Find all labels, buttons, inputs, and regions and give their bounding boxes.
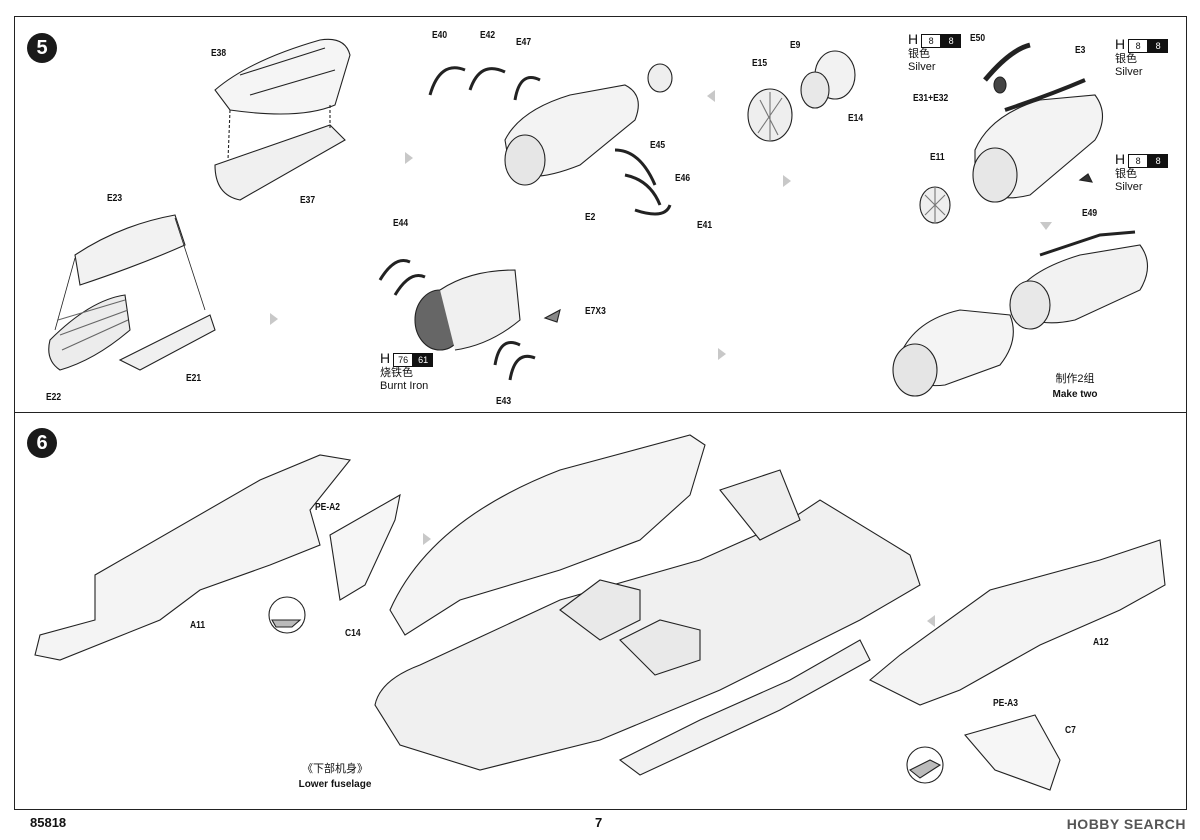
- part-label: E14: [848, 113, 864, 124]
- part-label: E22: [46, 392, 62, 403]
- part-label: E9: [790, 40, 801, 51]
- step-5-badge: 5: [27, 33, 57, 63]
- part-label: A12: [1093, 637, 1109, 648]
- part-label: A11: [190, 620, 206, 631]
- part-label: E41: [697, 220, 713, 231]
- part-label: C7: [1065, 725, 1076, 736]
- part-label: E7X3: [585, 306, 606, 317]
- part-label: E15: [752, 58, 768, 69]
- part-label: E42: [480, 30, 496, 41]
- part-label: PE-A3: [993, 698, 1019, 709]
- part-label: C14: [345, 628, 361, 639]
- part-label: E2: [585, 212, 596, 223]
- part-label: E45: [650, 140, 666, 151]
- instruction-frame: [14, 16, 1187, 810]
- part-label: E49: [1082, 208, 1098, 219]
- watermark-logo: HOBBY SEARCH: [1066, 816, 1186, 832]
- part-label: E23: [107, 193, 123, 204]
- catalog-number: 85818: [30, 815, 67, 830]
- part-label: PE-A2: [315, 502, 341, 513]
- part-label: E11: [930, 152, 945, 163]
- part-label: E44: [393, 218, 409, 229]
- page-number: 7: [595, 815, 603, 830]
- part-label: E38: [211, 48, 227, 59]
- step-divider: [14, 412, 1187, 413]
- part-label: E47: [516, 37, 532, 48]
- part-label: E40: [432, 30, 448, 41]
- step-6-badge: 6: [27, 428, 57, 458]
- lower-fuselage-caption: 《下部机身》Lower fuselage: [298, 763, 372, 790]
- part-label: E43: [496, 396, 512, 407]
- part-label: E46: [675, 173, 691, 184]
- part-label: E50: [970, 33, 986, 44]
- part-label: E37: [300, 195, 316, 206]
- part-label: E3: [1075, 45, 1086, 56]
- part-label: E31+E32: [913, 93, 949, 104]
- part-label: E21: [186, 373, 202, 384]
